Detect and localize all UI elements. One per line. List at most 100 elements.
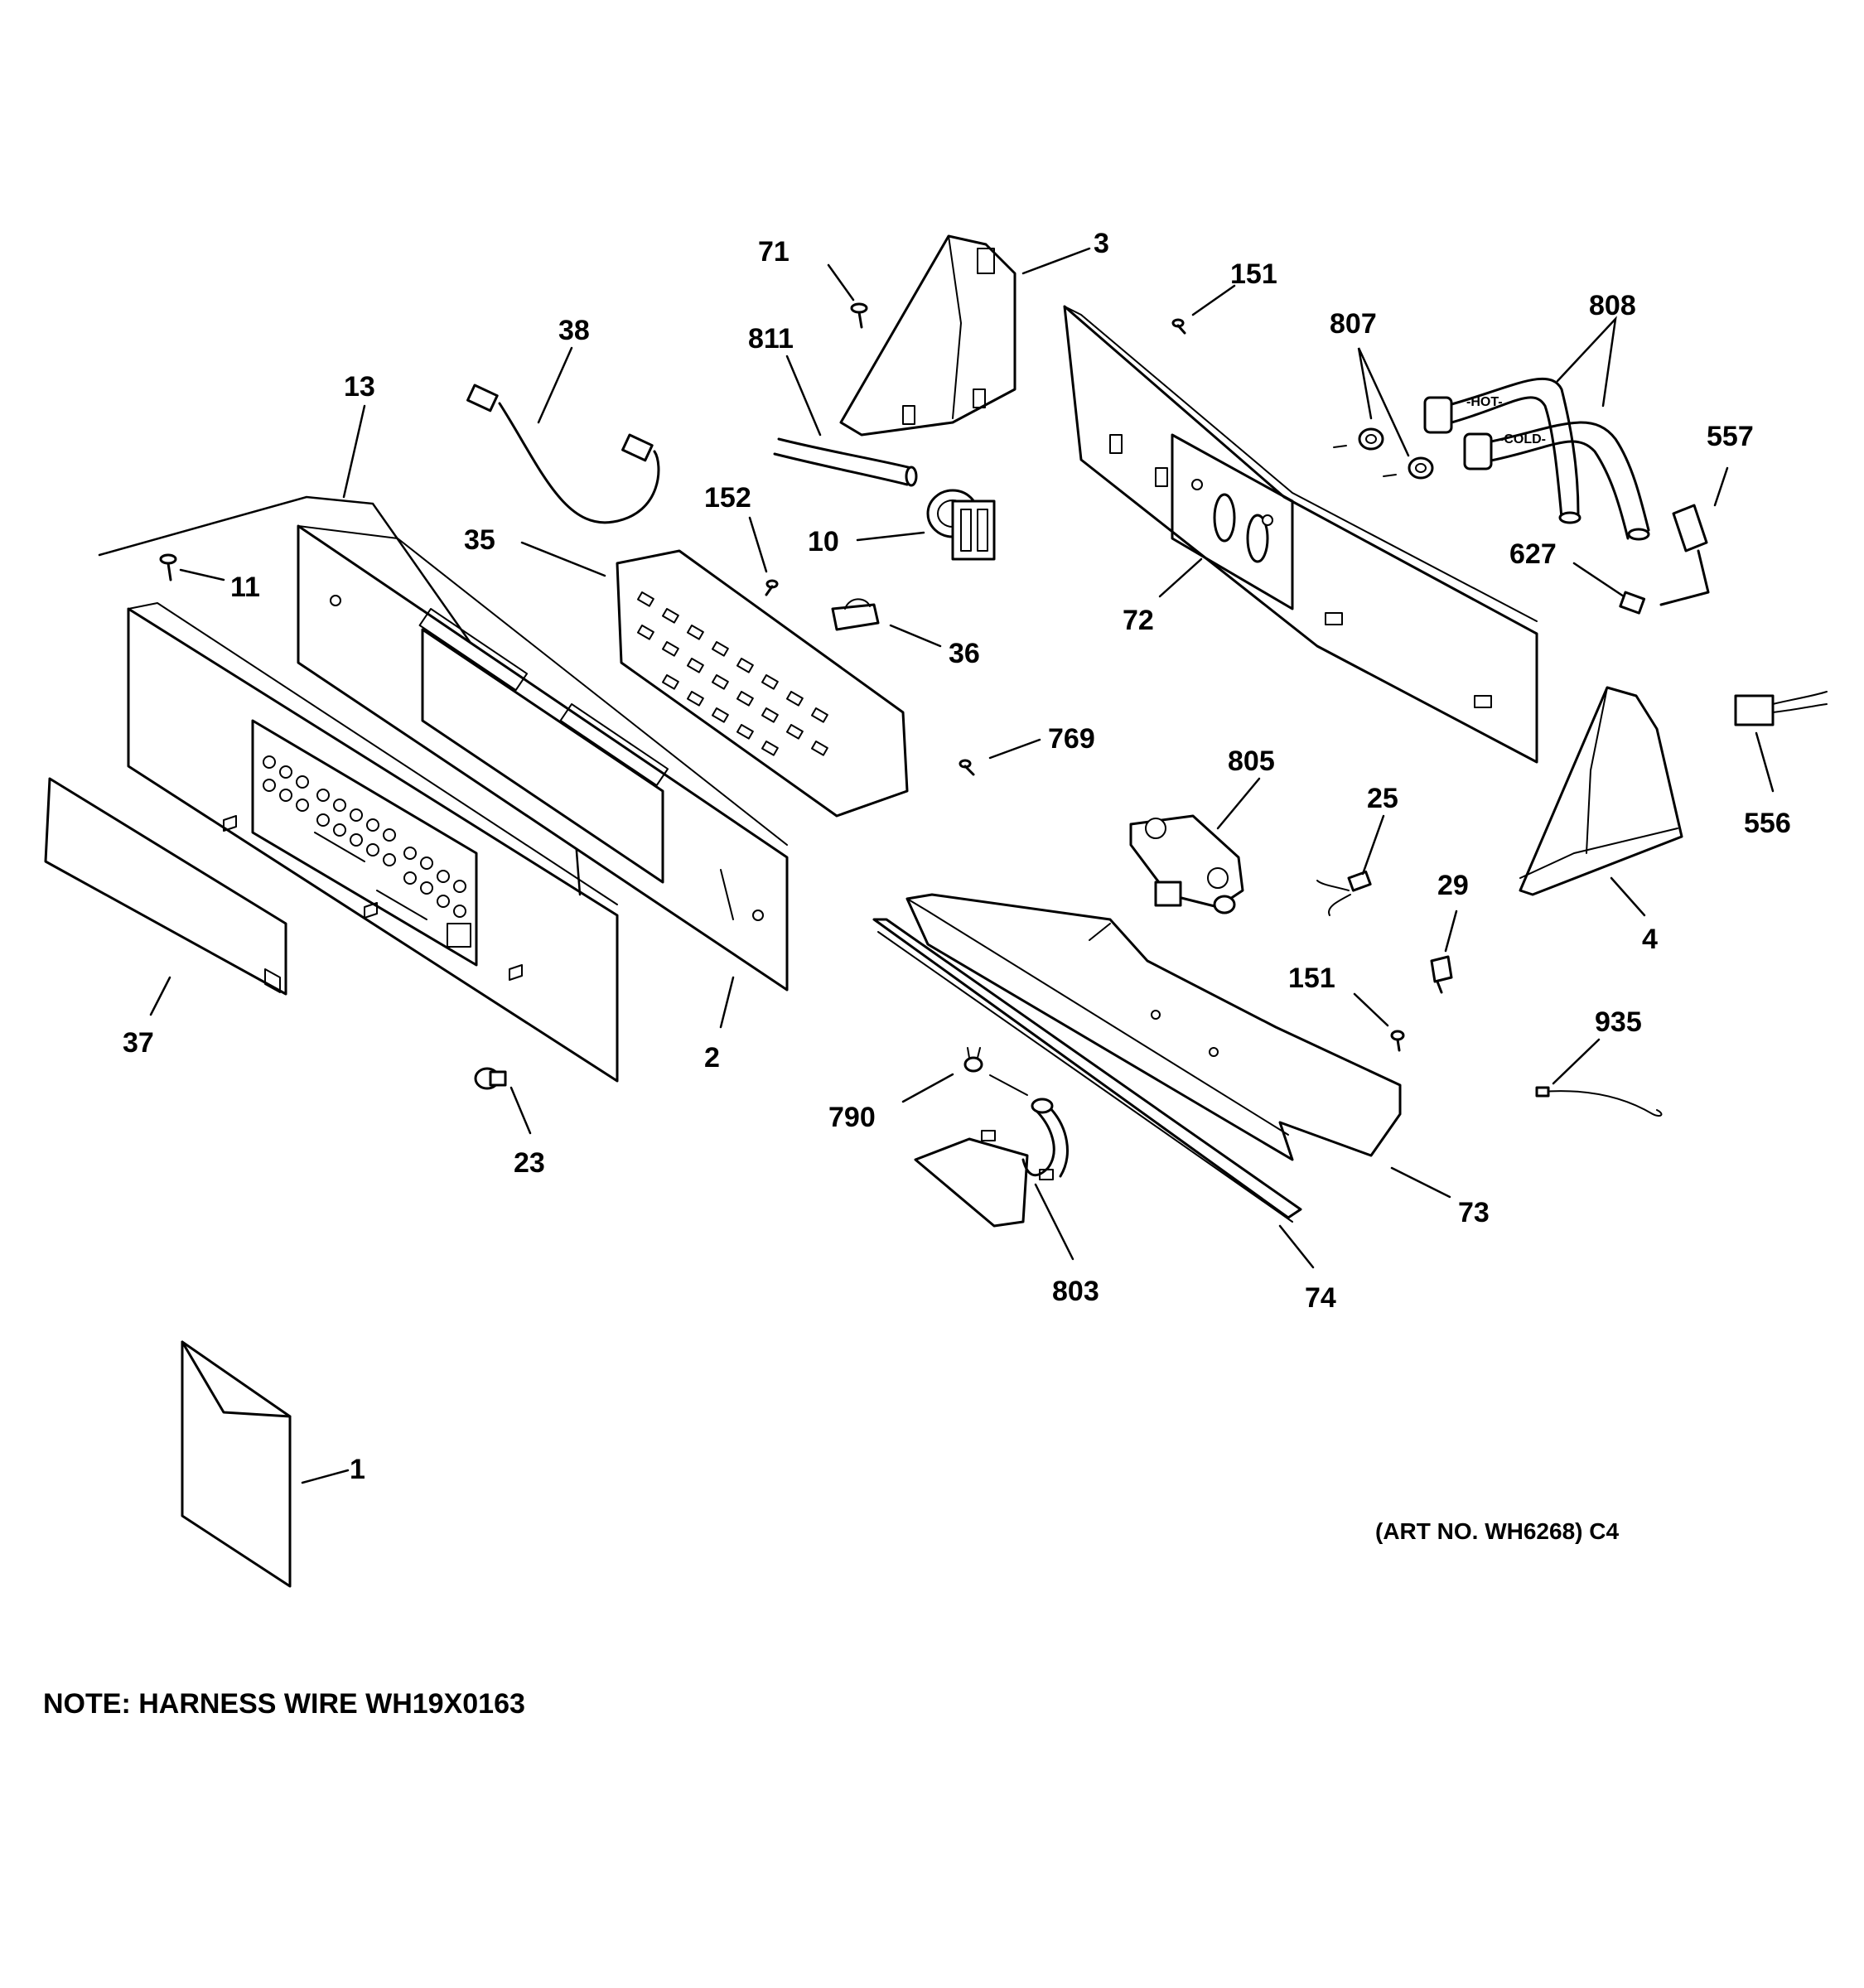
label-557: 557 <box>1707 421 1754 452</box>
leader-37 <box>149 976 171 1016</box>
part-4-end-cap-right <box>1519 686 1683 896</box>
leader-627 <box>1572 562 1625 598</box>
part-935-ground-wire <box>1535 1086 1663 1117</box>
part-152-screw <box>765 579 779 596</box>
part-790-clamp <box>963 1047 1028 1096</box>
art-number: (ART NO. WH6268) C4 <box>1375 1518 1619 1544</box>
leader-151a <box>1191 284 1236 316</box>
part-151-screw-top <box>1171 318 1186 335</box>
leader-2 <box>719 976 735 1029</box>
label-11: 11 <box>230 572 260 603</box>
label-4: 4 <box>1642 924 1658 955</box>
leader-1 <box>301 1469 350 1484</box>
part-37-overlay-window <box>44 777 287 996</box>
part-13-console-panel <box>127 602 619 1083</box>
leader-35 <box>520 541 606 577</box>
part-10-pressure-switch <box>926 489 996 561</box>
part-36-clip <box>831 598 880 631</box>
leader-3 <box>1021 247 1091 275</box>
leader-811 <box>785 355 822 437</box>
part-25-wire-connector <box>1316 870 1372 916</box>
part-2-control-frame <box>297 524 789 992</box>
leader-10 <box>856 531 925 542</box>
label-790: 790 <box>828 1102 876 1133</box>
leader-73 <box>1390 1166 1451 1199</box>
hose-marking-hot: -HOT- <box>1466 395 1503 409</box>
part-71-screw <box>850 302 868 329</box>
part-556-connector <box>1734 691 1828 726</box>
leader-808 <box>1556 316 1617 408</box>
leader-13b <box>342 404 366 499</box>
leader-556 <box>1755 731 1775 793</box>
leader-151b <box>1353 992 1389 1027</box>
part-35-switch-housing <box>616 549 909 818</box>
label-13: 13 <box>344 371 375 403</box>
part-769-screw <box>959 759 975 776</box>
part-3-end-cap-left <box>839 234 1017 437</box>
label-769: 769 <box>1048 723 1095 755</box>
part-627-clip <box>1619 591 1646 615</box>
part-73-support-plate <box>905 893 1402 1161</box>
part-72-back-panel <box>1063 305 1538 764</box>
leader-790 <box>901 1073 954 1103</box>
part-803-dispenser-bracket <box>914 1098 1069 1228</box>
label-35: 35 <box>464 524 495 556</box>
leader-36 <box>889 624 942 648</box>
label-29: 29 <box>1437 870 1469 901</box>
leader-29 <box>1444 910 1458 953</box>
leader-803 <box>1034 1183 1074 1261</box>
label-2: 2 <box>704 1042 720 1074</box>
label-805: 805 <box>1228 746 1275 777</box>
console-button-dots <box>263 755 466 918</box>
leader-152 <box>748 516 768 573</box>
switch-housing-slots <box>637 591 828 756</box>
label-38: 38 <box>558 315 590 346</box>
part-23-knob <box>474 1067 507 1090</box>
label-151a: 151 <box>1230 258 1277 290</box>
leader-25 <box>1361 814 1385 876</box>
part-74-trim-strip <box>872 918 1302 1223</box>
part-808-fill-hoses: -HOT- -COLD- <box>1423 377 1650 541</box>
label-71: 71 <box>758 236 790 268</box>
part-29-clip <box>1430 955 1453 994</box>
part-811-hose <box>773 437 918 487</box>
label-811: 811 <box>748 323 794 355</box>
label-151b: 151 <box>1288 963 1335 994</box>
part-11-screw <box>159 553 177 581</box>
part-151-screw-lower <box>1390 1030 1405 1052</box>
label-10: 10 <box>808 526 839 557</box>
label-23: 23 <box>514 1147 545 1179</box>
leader-71 <box>827 263 855 302</box>
leader-807 <box>1357 347 1410 457</box>
part-38-harness-wire <box>466 384 660 524</box>
leader-72 <box>1158 557 1203 598</box>
leader-11 <box>179 568 225 581</box>
leader-557 <box>1713 466 1729 507</box>
label-25: 25 <box>1367 783 1398 814</box>
label-74: 74 <box>1305 1282 1336 1314</box>
part-557-bracket <box>1659 504 1710 606</box>
leader-805 <box>1216 777 1261 830</box>
label-803: 803 <box>1052 1276 1099 1307</box>
part-805-water-valve <box>1129 814 1244 914</box>
part-807-washers <box>1333 427 1434 480</box>
part-1-literature-envelope <box>181 1340 292 1588</box>
label-72: 72 <box>1123 605 1154 636</box>
label-556: 556 <box>1744 808 1791 839</box>
leader-935 <box>1552 1038 1601 1085</box>
label-627: 627 <box>1509 538 1557 570</box>
leader-74 <box>1278 1224 1315 1269</box>
label-808: 808 <box>1589 290 1636 321</box>
label-935: 935 <box>1595 1006 1642 1038</box>
hose-marking-cold: -COLD- <box>1499 432 1546 446</box>
label-36: 36 <box>949 638 980 669</box>
label-1: 1 <box>350 1454 365 1485</box>
label-37: 37 <box>123 1027 154 1059</box>
label-807: 807 <box>1330 308 1377 340</box>
leader-23 <box>509 1086 532 1135</box>
harness-note: NOTE: HARNESS WIRE WH19X0163 <box>43 1688 525 1720</box>
leader-769 <box>988 738 1041 760</box>
label-3: 3 <box>1094 228 1109 259</box>
label-152: 152 <box>704 482 751 514</box>
